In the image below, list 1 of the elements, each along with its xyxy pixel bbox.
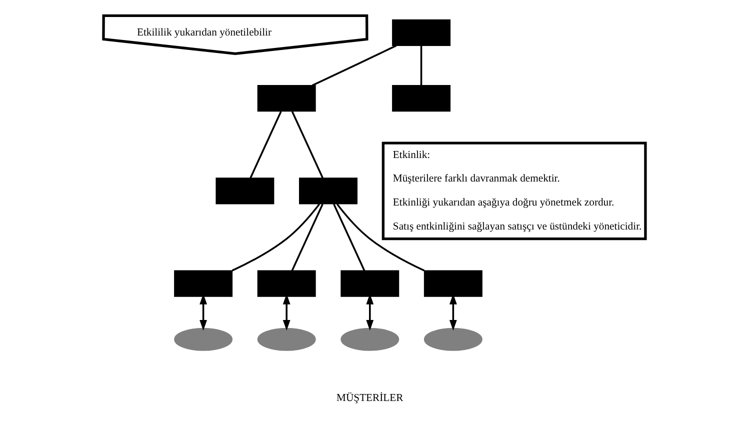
label: MÜŞTERİLER xyxy=(336,393,404,404)
